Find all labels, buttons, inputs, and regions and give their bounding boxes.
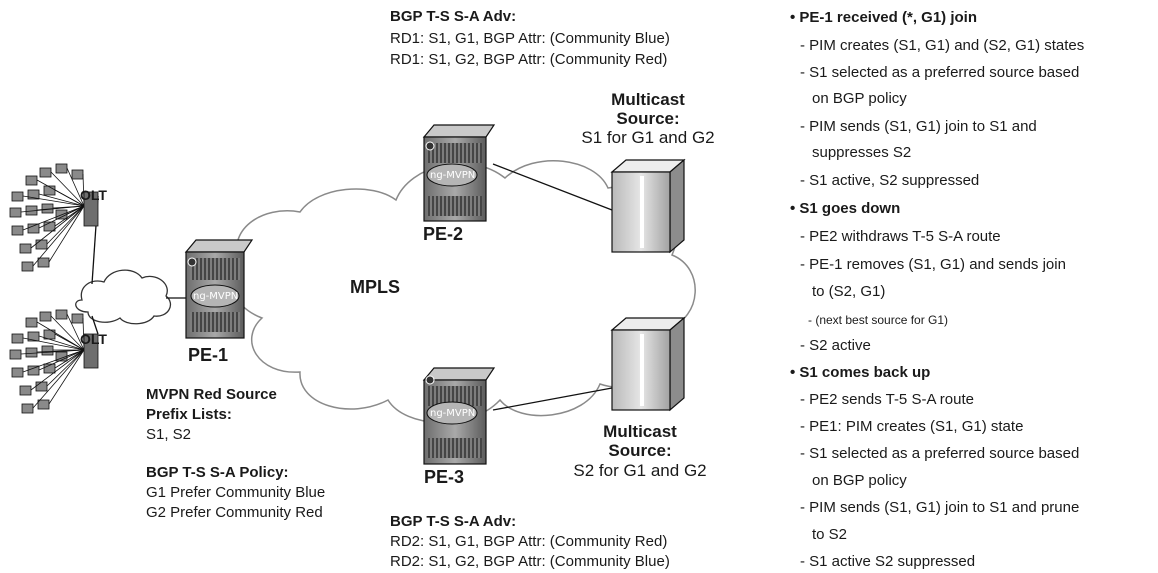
- note-line: - PE2 sends T-5 S-A route: [800, 391, 974, 408]
- pe3-chip-label: ng-MVPN: [430, 408, 476, 419]
- note-line: - S1 selected as a preferred source base…: [800, 64, 1080, 81]
- note-heading-down: • S1 goes down: [790, 200, 901, 217]
- bottom-adv-title: BGP T-S S-A Adv:: [390, 513, 517, 530]
- policy-line1: G1 Prefer Community Blue: [146, 484, 326, 501]
- note-line: - PE1: PIM creates (S1, G1) state: [800, 418, 1024, 435]
- olt-bottom-device: [83, 333, 99, 369]
- source-top-line2: Source:: [616, 109, 680, 128]
- note-line: on BGP policy: [812, 90, 907, 107]
- note-line: - PIM creates (S1, G1) and (S2, G1) stat…: [800, 37, 1085, 54]
- source-server-bottom: [610, 316, 686, 412]
- top-adv-line2: RD1: S1, G2, BGP Attr: (Community Red): [390, 51, 668, 68]
- note-line: - S1 active S2 suppressed: [800, 553, 976, 570]
- pe2-label: PE-2: [423, 224, 464, 244]
- note-line: to S2: [812, 526, 848, 543]
- source-top-line3: S1 for G1 and G2: [581, 128, 715, 147]
- top-adv-line1: RD1: S1, G1, BGP Attr: (Community Blue): [390, 30, 670, 47]
- note-line: to (S2, G1): [812, 283, 886, 300]
- prefix-lists-line2: Prefix Lists:: [146, 406, 232, 423]
- note-line: - PIM sends (S1, G1) join to S1 and: [800, 118, 1037, 135]
- prefix-lists-line1: MVPN Red Source: [146, 386, 277, 403]
- note-line: - PE-1 removes (S1, G1) and sends join: [800, 256, 1066, 273]
- note-line: suppresses S2: [812, 144, 912, 161]
- note-heading-join: • PE-1 received (*, G1) join: [790, 9, 977, 26]
- policy-title: BGP T-S S-A Policy:: [146, 464, 289, 481]
- olt-label-top: OLT: [80, 187, 107, 203]
- pe3-label: PE-3: [424, 467, 465, 487]
- source-top-line1: Multicast: [611, 90, 685, 109]
- note-heading-up: • S1 comes back up: [790, 364, 931, 381]
- note-line: - PE2 withdraws T-5 S-A route: [800, 228, 1001, 245]
- source-server-top: [610, 158, 686, 254]
- source-bottom-line1: Multicast: [603, 422, 677, 441]
- olt-top-device: [83, 191, 99, 227]
- note-line: - S1 selected as a preferred source base…: [800, 445, 1080, 462]
- source-bottom-line3: S2 for G1 and G2: [573, 461, 707, 480]
- prefix-lists-line3: S1, S2: [146, 426, 192, 443]
- note-line: on BGP policy: [812, 472, 907, 489]
- olt-cluster-bottom: [9, 309, 99, 414]
- pe2-router: [422, 124, 496, 222]
- note-line: - PIM sends (S1, G1) join to S1 and prun…: [800, 499, 1080, 516]
- pe1-label: PE-1: [188, 345, 229, 365]
- bottom-adv-line2: RD2: S1, G2, BGP Attr: (Community Blue): [390, 553, 670, 570]
- olt-label-bottom: OLT: [80, 331, 107, 347]
- pe1-chip-label: ng-MVPN: [193, 291, 239, 302]
- pe1-router: [184, 239, 254, 339]
- mpls-label: MPLS: [350, 277, 401, 297]
- note-line: - (next best source for G1): [808, 313, 949, 327]
- source-bottom-line2: Source:: [608, 441, 672, 460]
- note-line: - S2 active: [800, 337, 871, 354]
- pe2-chip-label: ng-MVPN: [430, 170, 476, 181]
- pe3-router: [422, 367, 496, 465]
- top-adv-title: BGP T-S S-A Adv:: [390, 8, 517, 25]
- olt-cluster-top: [9, 163, 99, 272]
- note-line: - S1 active, S2 suppressed: [800, 172, 980, 189]
- bottom-adv-line1: RD2: S1, G1, BGP Attr: (Community Red): [390, 533, 668, 550]
- access-cloud: [75, 269, 171, 325]
- policy-line2: G2 Prefer Community Red: [146, 504, 323, 521]
